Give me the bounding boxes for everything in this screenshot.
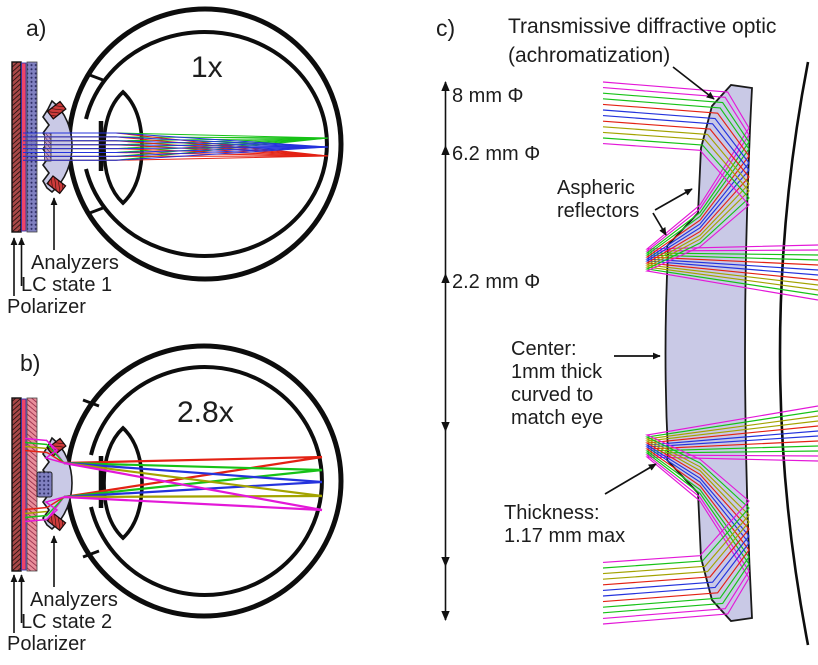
- panel-b-tag: b): [20, 350, 41, 376]
- central-lc-aperture: [36, 471, 53, 498]
- ray-bundles-c: [602, 81, 818, 625]
- pointer-arrows-b: [10, 535, 58, 633]
- retina-outline: [84, 30, 329, 258]
- diffractive-optic-label: Transmissive diffractive optic (achromat…: [508, 15, 777, 67]
- lc-state-label-b: LC state 2: [21, 611, 113, 633]
- center-thickness-label: Center: 1mm thick curved to match eye: [511, 338, 604, 429]
- diameter-dimension-line: [441, 81, 450, 621]
- aspheric-arrow-upper: [654, 188, 693, 211]
- polarizer-label-a: Polarizer: [7, 296, 86, 318]
- analyzer-pad-bottom: [46, 175, 67, 195]
- diameter-6-2mm-label: 6.2 mm Φ: [452, 143, 541, 165]
- analyzers-label-b: Analyzers: [30, 589, 118, 611]
- cornea-tick-lower: [82, 549, 100, 559]
- thickness-arrow: [604, 463, 657, 495]
- lc-layer-state2: [26, 397, 38, 572]
- magnification-label-b: 2.8x: [177, 396, 234, 429]
- diameter-8mm-label: 8 mm Φ: [452, 85, 524, 107]
- cornea-tick-upper: [82, 398, 100, 408]
- panel-a: [10, 6, 344, 296]
- polarizer-label-b: Polarizer: [7, 633, 86, 655]
- panel-b: [10, 343, 344, 633]
- cornea-tick-lower: [86, 206, 104, 216]
- ray-bundle-b: [24, 437, 323, 523]
- crystalline-lens-b: [102, 425, 144, 541]
- dimension-arrowheads: [441, 81, 450, 621]
- lc-layer-state1: [26, 61, 38, 233]
- analyzers-label-a: Analyzers: [31, 252, 119, 274]
- panel-a-tag: a): [26, 15, 47, 41]
- pink-film-layer: [21, 62, 27, 232]
- lc-state-label-a: LC state 1: [21, 274, 113, 296]
- magnification-label-a: 1x: [191, 51, 223, 84]
- analyzer-pad-top: [46, 100, 67, 120]
- ray-bundle-a: [23, 132, 329, 161]
- diffractive-optic-arrow: [672, 66, 715, 100]
- polarizer-stack-b: [11, 397, 38, 572]
- eye-surface-arc: [778, 61, 810, 646]
- polarizer-layer: [11, 397, 22, 572]
- pointer-arrows-a: [10, 197, 58, 296]
- crystalline-lens-a: [102, 89, 144, 206]
- pink-film-layer: [21, 398, 27, 571]
- polarizer-stack-a: [11, 61, 38, 233]
- polarizer-layer: [11, 61, 22, 233]
- aspheric-reflectors-label: Aspheric reflectors: [557, 177, 640, 222]
- max-thickness-label: Thickness: 1.17 mm max: [504, 502, 626, 547]
- panel-c: [441, 61, 818, 646]
- diameter-2-2mm-label: 2.2 mm Φ: [452, 271, 541, 293]
- panel-c-tag: c): [436, 15, 456, 41]
- cornea-tick-upper: [86, 72, 104, 82]
- aspheric-arrow-lower: [652, 212, 667, 236]
- pointer-arrows-c: [604, 66, 715, 495]
